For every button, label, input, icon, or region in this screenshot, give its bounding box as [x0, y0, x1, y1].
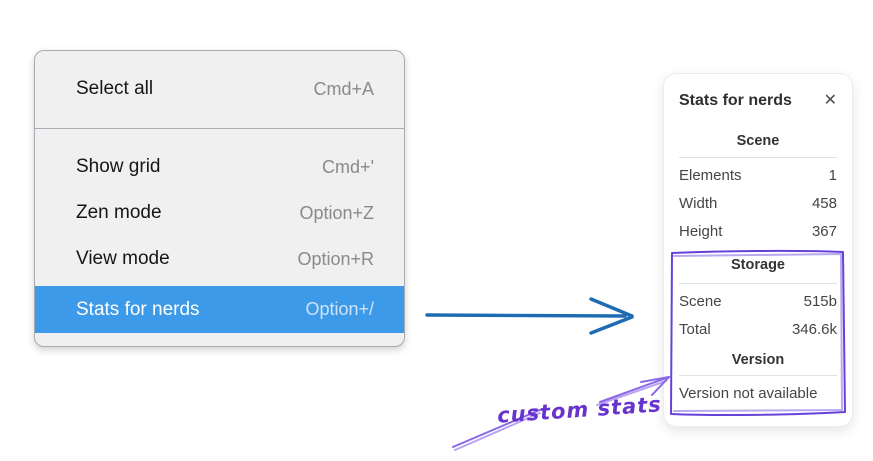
- menu-item-stats-for-nerds[interactable]: Stats for nerds Option+/: [35, 286, 404, 333]
- stat-row-total-storage: Total 346.6k: [679, 315, 837, 343]
- stat-row-height: Height 367: [679, 217, 837, 245]
- section-heading-version: Version: [731, 352, 785, 368]
- stat-row-elements: Elements 1: [679, 161, 837, 189]
- menu-item-shortcut: Option+R: [297, 248, 374, 269]
- panel-divider: [679, 375, 837, 376]
- close-icon: ✕: [823, 92, 837, 109]
- menu-item-select-all[interactable]: Select all Cmd+A: [35, 66, 404, 112]
- section-heading-scene: Scene: [736, 133, 780, 149]
- menu-item-shortcut: Cmd+': [322, 156, 374, 177]
- scene-stat-rows: Elements 1 Width 458 Height 367: [679, 161, 837, 245]
- menu-item-shortcut: Option+/: [305, 299, 374, 319]
- stat-label: Height: [679, 222, 723, 240]
- stats-panel: Stats for nerds ✕ Scene Elements 1 Width…: [663, 73, 853, 427]
- menu-item-view-mode[interactable]: View mode Option+R: [35, 236, 404, 282]
- stat-value: 346.6k: [791, 320, 837, 338]
- menu-item-shortcut: Option+Z: [299, 202, 374, 223]
- menu-item-shortcut: Cmd+A: [313, 78, 374, 99]
- menu-item-label: Zen mode: [76, 202, 162, 223]
- stat-value: 1: [828, 166, 837, 184]
- close-button[interactable]: ✕: [824, 93, 837, 109]
- section-heading-storage: Storage: [731, 257, 785, 273]
- stat-label: Total: [679, 320, 711, 338]
- stat-label: Scene: [679, 292, 722, 310]
- stats-panel-header: Stats for nerds ✕: [679, 90, 837, 112]
- stat-row-scene-storage: Scene 515b: [679, 287, 837, 315]
- menu-item-label: Show grid: [76, 156, 161, 177]
- stat-label: Width: [679, 194, 718, 212]
- panel-divider: [679, 157, 837, 158]
- stat-row-width: Width 458: [679, 189, 837, 217]
- panel-divider: [679, 283, 837, 284]
- context-menu: Select all Cmd+A Show grid Cmd+' Zen mod…: [34, 50, 405, 347]
- menu-item-label: Select all: [76, 78, 154, 99]
- storage-stat-rows: Scene 515b Total 346.6k: [679, 287, 837, 343]
- version-note: Version not available: [679, 385, 818, 402]
- stat-value: 515b: [803, 292, 837, 310]
- annotation-label: custom stats: [496, 392, 663, 428]
- stat-value: 458: [811, 194, 837, 212]
- stat-value: 367: [811, 222, 837, 240]
- menu-divider: [35, 128, 404, 129]
- stat-label: Elements: [679, 166, 742, 184]
- stats-panel-title: Stats for nerds: [679, 92, 792, 109]
- menu-item-show-grid[interactable]: Show grid Cmd+': [35, 144, 404, 190]
- menu-item-label: Stats for nerds: [76, 298, 200, 320]
- menu-item-label: View mode: [76, 248, 170, 269]
- flow-arrow-drawing: [425, 297, 634, 335]
- menu-item-zen-mode[interactable]: Zen mode Option+Z: [35, 190, 404, 236]
